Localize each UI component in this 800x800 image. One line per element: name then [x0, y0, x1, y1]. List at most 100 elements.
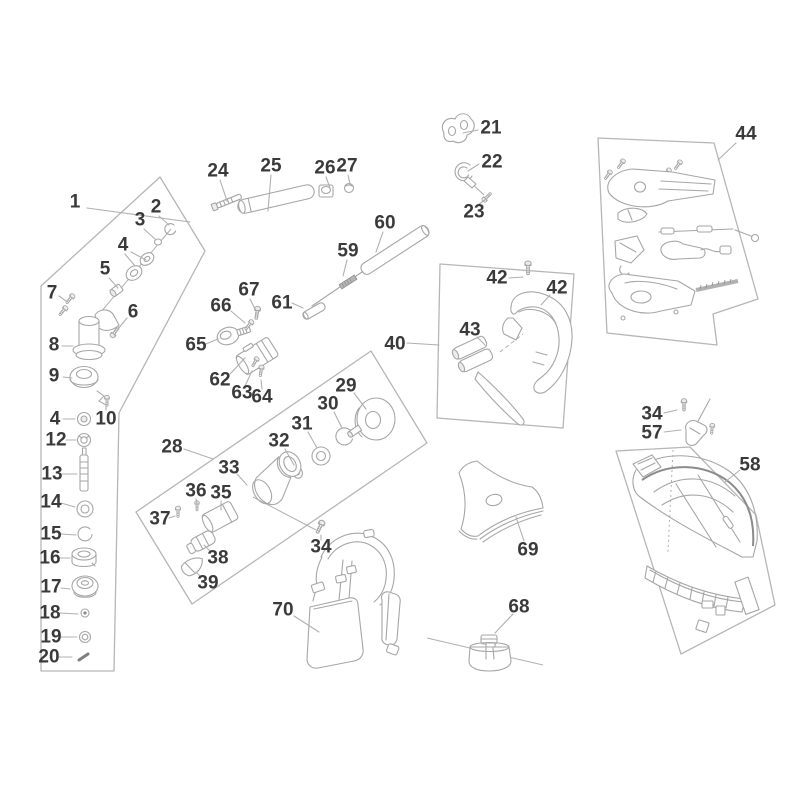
part-58-guard-extension: [644, 565, 760, 633]
part-label-43: 43: [459, 320, 480, 341]
part-4b-washer: [76, 411, 92, 427]
part-69-blade: [458, 460, 544, 543]
part-label-34: 34: [641, 404, 663, 425]
part-label-70: 70: [272, 600, 293, 621]
part-label-44: 44: [735, 124, 757, 145]
leader-line-70: [293, 615, 320, 633]
part-30-circlip: [335, 427, 354, 446]
leader-line-67: [249, 298, 256, 310]
leader-line-5: [108, 277, 119, 289]
part-label-58: 58: [739, 455, 760, 476]
part-3-washer: [153, 238, 163, 246]
leader-line-44: [717, 142, 737, 161]
group-box-gearhead-1: [40, 176, 206, 672]
part-label-61: 61: [271, 293, 293, 314]
part-15-circlip: [77, 526, 93, 542]
leader-line-33: [236, 473, 248, 486]
group-box-throttle-44: [597, 137, 759, 346]
part-17-support-washer: [71, 575, 99, 598]
part-label-35: 35: [210, 483, 232, 504]
part-27-cap: [343, 182, 355, 194]
part-label-3: 3: [135, 210, 146, 231]
leader-line-10: [96, 390, 107, 411]
leader-lines-layer: [58, 129, 741, 658]
leader-line-42: [508, 276, 524, 279]
part-9-bell-cover: [69, 365, 99, 389]
part-label-6: 6: [128, 302, 139, 323]
screw-icon: [313, 518, 327, 535]
leader-line-6: [117, 317, 128, 330]
part-label-28: 28: [161, 437, 182, 458]
part-44-throttle-assembly: [602, 157, 760, 321]
part-70-shoulder-harness: [306, 528, 401, 669]
leader-line-43: [476, 336, 486, 346]
leader-line-31: [307, 431, 318, 449]
part-label-23: 23: [463, 202, 484, 223]
part-label-63: 63: [231, 383, 252, 404]
part-60-outer-tube: [360, 225, 430, 275]
part-19-nut: [78, 630, 92, 644]
part-label-13: 13: [41, 464, 62, 485]
part-57-guard-bracket: [685, 398, 716, 446]
leader-line-21: [462, 129, 479, 134]
part-label-16: 16: [39, 548, 60, 569]
part-label-30: 30: [317, 394, 338, 415]
part-31-bearing: [311, 446, 331, 466]
leader-line-69: [515, 516, 525, 542]
part-20-cotter-pin: [77, 652, 90, 662]
part-label-25: 25: [260, 156, 282, 177]
screw-icon: [57, 304, 70, 318]
leader-line-65: [205, 338, 219, 345]
part-label-68: 68: [508, 597, 529, 618]
part-39-clamp-half: [180, 557, 203, 577]
leader-line-60: [375, 231, 384, 253]
part-label-21: 21: [480, 118, 502, 139]
part-label-67: 67: [238, 280, 259, 301]
leader-line-15: [60, 533, 77, 536]
leader-line-29: [353, 392, 367, 410]
leader-line-9: [62, 376, 73, 379]
part-label-39: 39: [197, 573, 218, 594]
part-65-knob: [216, 325, 251, 346]
part-14-bearing: [76, 500, 94, 518]
part-22-clamp-ring: [454, 162, 477, 189]
leader-line-24: [219, 179, 228, 202]
part-label-5: 5: [100, 259, 111, 280]
part-58-guard-shell: [632, 454, 758, 558]
part-35-collar: [201, 501, 239, 533]
leader-line-3: [143, 228, 157, 241]
part-62-coupler-body: [235, 337, 279, 375]
leader-line-28: [183, 448, 214, 460]
part-16-flange-cup: [71, 547, 97, 568]
part-34-bolt: [313, 518, 327, 535]
part-42-screw: [524, 260, 532, 276]
part-label-14: 14: [40, 492, 62, 513]
part-43-handle-clamp: [451, 335, 525, 426]
part-label-34: 34: [310, 537, 332, 558]
part-label-60: 60: [374, 213, 395, 234]
leader-line-4: [124, 253, 136, 267]
part-label-15: 15: [40, 524, 62, 545]
leader-line-36: [195, 498, 198, 505]
leader-line-42: [540, 294, 551, 306]
part-38-clamp-half: [186, 530, 216, 555]
screw-icon: [615, 157, 627, 171]
part-24-flex-shaft-end: [210, 193, 242, 212]
leader-line-30: [333, 411, 343, 429]
group-box-clutch-28: [135, 350, 428, 605]
part-26-nut: [318, 184, 334, 198]
part-label-24: 24: [207, 161, 229, 182]
part-4-bearings: [125, 252, 155, 281]
part-29-clutch-drum: [347, 397, 396, 441]
part-label-33: 33: [218, 458, 239, 479]
parts-layer: [57, 113, 760, 672]
part-34b-screw: [680, 398, 688, 412]
part-label-12: 12: [45, 430, 66, 451]
leader-line-32: [284, 448, 295, 466]
part-33-clutch-cone: [252, 451, 302, 506]
part-label-22: 22: [481, 152, 502, 173]
guard-alignment-axis: [667, 449, 674, 553]
part-label-65: 65: [185, 335, 207, 356]
screw-icon: [175, 505, 181, 518]
